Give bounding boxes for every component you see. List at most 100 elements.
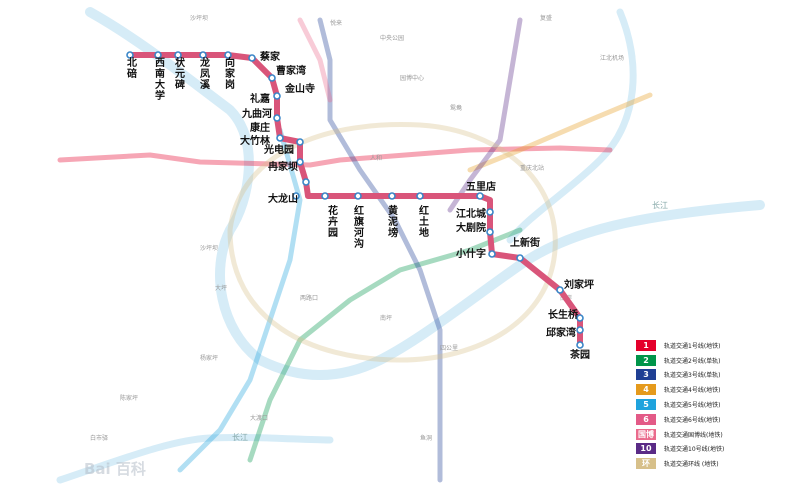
- station-dot[interactable]: [302, 178, 310, 186]
- station-label[interactable]: 北碚: [127, 56, 137, 80]
- station-label[interactable]: 西南大学: [155, 57, 165, 102]
- legend-label: 轨道交通2号线(单轨): [664, 357, 721, 365]
- station-label[interactable]: 大竹林: [240, 134, 271, 147]
- station-label[interactable]: 红土地: [419, 204, 429, 239]
- station-dot[interactable]: [248, 54, 256, 62]
- bg-station-label: 中央公园: [380, 34, 404, 42]
- station-dot[interactable]: [154, 51, 162, 59]
- station-dot[interactable]: [576, 314, 584, 322]
- station-label[interactable]: 龙凤溪: [199, 56, 211, 91]
- line-2-background: [247, 227, 523, 463]
- station-dot[interactable]: [273, 92, 281, 100]
- station-dot[interactable]: [486, 228, 494, 236]
- station-dot[interactable]: [488, 250, 496, 258]
- guobo-line-background: [297, 17, 333, 103]
- line-1-background: [57, 145, 613, 168]
- station-dot[interactable]: [321, 192, 329, 200]
- station-dot[interactable]: [576, 326, 584, 334]
- legend-item: 国博轨道交通国博线(地铁): [636, 427, 796, 442]
- station-label[interactable]: 向家岗: [225, 56, 236, 91]
- station-dot[interactable]: [174, 51, 182, 59]
- bg-station-label: 沙坪坝: [190, 14, 208, 22]
- station-dot[interactable]: [576, 341, 584, 349]
- station-label[interactable]: 康庄: [250, 121, 270, 134]
- bg-station-label: 江北机场: [600, 54, 624, 62]
- bg-station-label: 悦来: [330, 19, 342, 27]
- line-10-background: [447, 17, 523, 213]
- station-dot[interactable]: [126, 51, 134, 59]
- bg-station-label: 杨家坪: [200, 354, 218, 362]
- legend-label: 轨道交通国博线(地铁): [664, 431, 723, 439]
- bg-station-label: 南坪: [380, 314, 392, 322]
- legend-badge: 环: [636, 458, 656, 470]
- legend-label: 轨道交通10号线(地铁): [664, 446, 725, 454]
- legend-badge: 3: [636, 369, 656, 381]
- station-dot[interactable]: [354, 192, 362, 200]
- legend-label: 轨道交通1号线(地铁): [664, 342, 721, 350]
- station-label[interactable]: 花卉园: [328, 204, 338, 239]
- legend-badge: 4: [636, 384, 656, 396]
- river-label: 长江: [652, 200, 668, 210]
- station-dot[interactable]: [516, 254, 524, 262]
- legend-label: 轨道交通环线 (地铁): [664, 461, 719, 469]
- station-label[interactable]: 黄泥塝: [388, 204, 398, 239]
- station-dot[interactable]: [486, 208, 494, 216]
- line-6-route: [127, 52, 583, 348]
- station-label[interactable]: 九曲河: [241, 107, 272, 120]
- legend-label: 轨道交通5号线(地铁): [664, 402, 721, 410]
- station-dot[interactable]: [199, 51, 207, 59]
- station-label[interactable]: 曹家湾: [276, 64, 306, 77]
- legend-item: 1 轨道交通1号线(地铁): [636, 338, 796, 353]
- legend-badge: 5: [636, 399, 656, 411]
- legend-badge: 1: [636, 339, 656, 351]
- station-label[interactable]: 金山寺: [284, 82, 315, 95]
- station-label[interactable]: 江北城: [456, 207, 486, 220]
- bg-station-label: 两路口: [300, 294, 318, 302]
- station-label[interactable]: 大龙山: [268, 192, 298, 205]
- station-label[interactable]: 光电园: [263, 143, 294, 156]
- river: [85, 7, 765, 380]
- station-dot[interactable]: [388, 192, 396, 200]
- station-dot[interactable]: [224, 51, 232, 59]
- station-label[interactable]: 五里店: [466, 180, 496, 193]
- station-label[interactable]: 上新街: [510, 236, 540, 249]
- station-label[interactable]: 状元碑: [175, 56, 186, 91]
- watermark: Bai 百科: [84, 460, 146, 478]
- legend-item: 5 轨道交通5号线(地铁): [636, 397, 796, 412]
- station-label[interactable]: 刘家坪: [564, 278, 594, 291]
- station-dot[interactable]: [556, 286, 564, 294]
- station-label[interactable]: 红旗河沟: [354, 204, 364, 250]
- station-label[interactable]: 茶园: [569, 348, 590, 361]
- station-label[interactable]: 冉家坝: [268, 160, 298, 173]
- station-dot[interactable]: [296, 158, 304, 166]
- loop-line-background: [227, 121, 558, 363]
- legend-badge: 6: [636, 413, 656, 425]
- station-dot[interactable]: [273, 114, 281, 122]
- bg-station-label: 复盛: [540, 14, 552, 22]
- station-dot[interactable]: [268, 74, 276, 82]
- station-label[interactable]: 蔡家: [259, 50, 281, 63]
- legend-item: 6 轨道交通6号线(地铁): [636, 412, 796, 427]
- bg-station-label: 大坪: [215, 284, 227, 292]
- station-label[interactable]: 礼嘉: [250, 92, 270, 105]
- station-dot[interactable]: [276, 134, 284, 142]
- station-label[interactable]: 大剧院: [456, 221, 486, 234]
- bg-station-label: 重庆北站: [520, 164, 544, 172]
- river-branch: [506, 8, 637, 244]
- legend-label: 轨道交通6号线(地铁): [664, 416, 721, 424]
- station-dot[interactable]: [296, 138, 304, 146]
- station-label[interactable]: 小什字: [455, 247, 486, 260]
- bg-station-label: 鱼洞: [420, 434, 432, 442]
- station-dot[interactable]: [476, 192, 484, 200]
- station-dot[interactable]: [292, 192, 300, 200]
- line-5-background: [177, 127, 303, 473]
- station-label[interactable]: 邱家湾: [546, 326, 576, 339]
- station-label[interactable]: 长生桥: [548, 308, 579, 321]
- station-dot[interactable]: [416, 192, 424, 200]
